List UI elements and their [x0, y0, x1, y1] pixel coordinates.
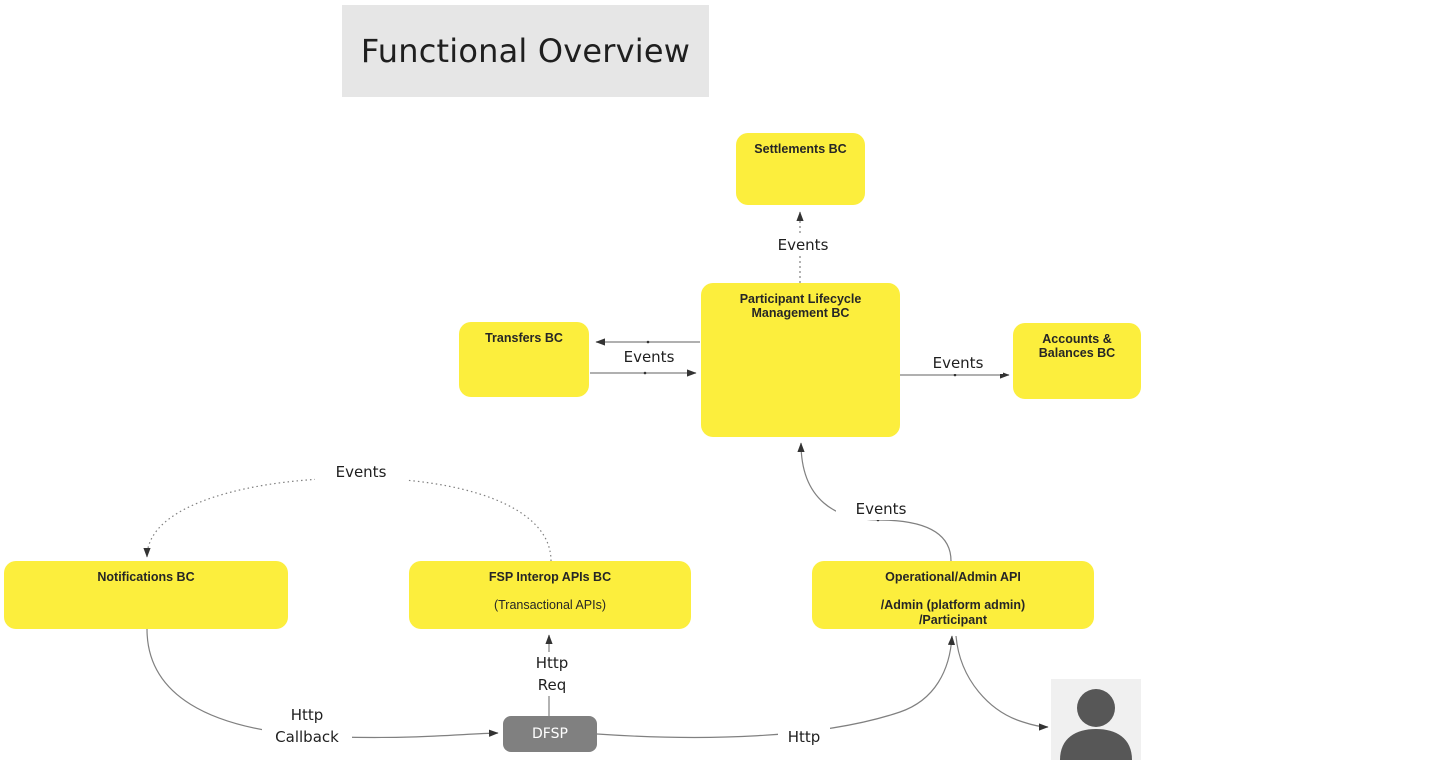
user-icon — [1060, 689, 1132, 760]
edge-label-http-req: Http Req — [515, 652, 589, 696]
node-accounts-balances-bc[interactable]: Accounts & Balances BC — [1013, 323, 1141, 399]
node-settlements-bc[interactable]: Settlements BC — [736, 133, 865, 205]
node-notifications-bc[interactable]: Notifications BC — [4, 561, 288, 629]
edge-plm-to-transfers — [595, 338, 700, 346]
node-accounts-balances-bc-label: Accounts & Balances BC — [1038, 332, 1116, 360]
node-notifications-bc-label: Notifications BC — [97, 570, 195, 584]
edge-label-http-callback: Http Callback — [262, 704, 352, 748]
node-fsp-interop-apis-bc-label: FSP Interop APIs BC — [488, 570, 612, 584]
edge-plm-to-accounts — [900, 371, 1010, 379]
edge-label-accounts-events: Events — [913, 352, 1003, 374]
node-operational-admin-api-sublabel: /Admin (platform admin) /Participant — [880, 598, 1026, 627]
edge-label-notifications-events: Events — [315, 461, 407, 483]
edge-label-http-admin: Http — [778, 726, 830, 748]
node-dfsp-label: DFSP — [532, 726, 568, 742]
diagram-title-box: Functional Overview — [342, 5, 709, 97]
node-operational-admin-api-label: Operational/Admin API — [885, 570, 1021, 584]
edge-transfers-to-plm — [590, 369, 697, 377]
edge-label-settlements-events: Events — [752, 234, 854, 256]
node-operational-admin-api[interactable]: Operational/Admin API /Admin (platform a… — [812, 561, 1094, 629]
page-title: Functional Overview — [360, 32, 691, 70]
node-settlements-bc-label: Settlements BC — [754, 142, 847, 156]
node-transfers-bc[interactable]: Transfers BC — [459, 322, 589, 397]
node-transfers-bc-label: Transfers BC — [485, 331, 563, 345]
actor-user[interactable] — [1051, 679, 1141, 760]
edge-label-transfers-events: Events — [603, 346, 695, 368]
edge-fsp-to-notifications — [143, 476, 552, 562]
edge-opsadmin-to-actor — [955, 635, 1049, 731]
edge-dfsp-to-opsadmin — [596, 635, 956, 739]
node-participant-lifecycle-management-bc[interactable]: Participant Lifecycle Management BC — [701, 283, 900, 437]
node-fsp-interop-apis-bc-sublabel: (Transactional APIs) — [493, 598, 607, 612]
edge-label-opsadmin-events: Events — [836, 498, 926, 520]
node-participant-lifecycle-management-bc-label: Participant Lifecycle Management BC — [739, 292, 862, 320]
node-dfsp[interactable]: DFSP — [503, 716, 597, 752]
node-fsp-interop-apis-bc[interactable]: FSP Interop APIs BC (Transactional APIs) — [409, 561, 691, 629]
